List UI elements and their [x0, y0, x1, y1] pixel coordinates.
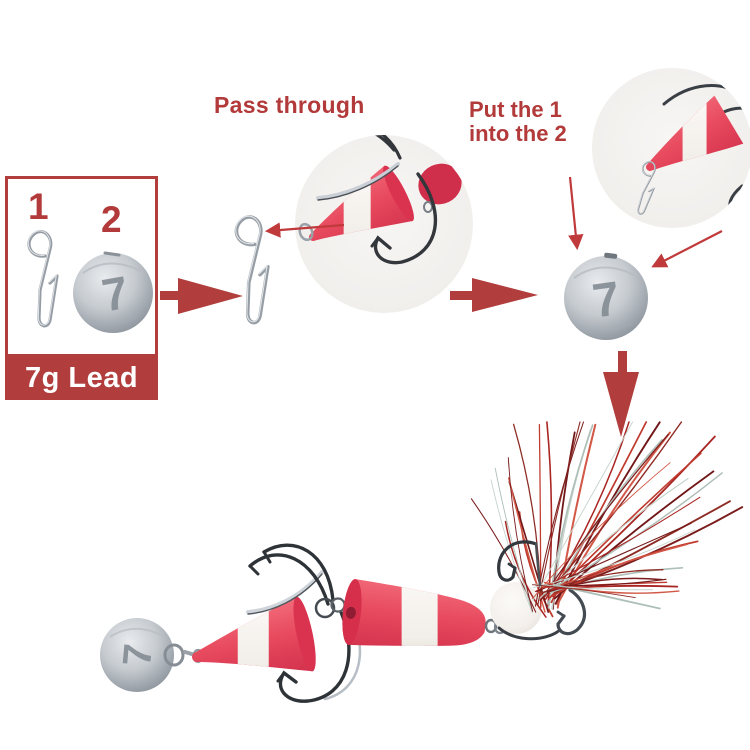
put-callout-arrow-1: [568, 176, 584, 251]
treble-hook-inset1-front: [316, 162, 438, 265]
pass-callout-arrow: [264, 222, 345, 238]
tinsel-strand: [536, 522, 692, 593]
tinsel-strand: [539, 433, 669, 602]
assembled-lure: 7: [100, 421, 744, 703]
tinsel-strand: [552, 583, 661, 610]
step2-title: Put the 1 into the 2: [469, 98, 567, 146]
arrow-right-2: [450, 278, 538, 312]
tinsel-strand: [544, 421, 630, 601]
lead-ball-lure-engraving: 7: [115, 642, 161, 668]
arrow-down: [603, 351, 639, 437]
nose-wire-ring-inset1: [298, 222, 314, 242]
kit-item-1-label: 1: [28, 186, 49, 227]
tinsel-strand: [534, 583, 654, 591]
tinsel-strand: [531, 584, 636, 599]
inset-circle-2: [592, 68, 750, 228]
white-foam-ball: [490, 582, 542, 634]
lead-ball-step2: 7: [564, 252, 648, 340]
kit-caption-text: 7g Lead: [24, 362, 139, 394]
inset-circle-1: [295, 135, 473, 313]
lead-ball-kit: 7: [73, 251, 153, 333]
tinsel-strand: [494, 467, 533, 612]
tinsel-strand: [533, 529, 696, 588]
put-callout-arrow-2: [651, 230, 723, 268]
snap-clip-icon-step1: [233, 214, 270, 325]
step1-title: Pass through: [214, 92, 365, 118]
treble-hook-2-rear: [497, 588, 587, 641]
arrow-right-1: [160, 278, 243, 314]
lead-ball-lure: 7: [100, 618, 174, 692]
treble-hook-1: [246, 543, 362, 703]
tinsel-strand: [507, 457, 534, 612]
step2-title-line1: Put the 1: [469, 97, 562, 122]
treble-hook-2-front: [497, 540, 542, 587]
tinsel-strand: [532, 421, 634, 601]
step2-title-line2: into the 2: [469, 121, 567, 146]
tinsel-strand: [531, 462, 671, 600]
kit-item-2-label: 2: [101, 199, 122, 240]
tinsel-strand: [534, 496, 701, 593]
snap-clip-icon-kit: [26, 229, 59, 328]
hook-eye-ring-inset1: [423, 201, 433, 213]
lure-body-segment-2: [342, 579, 486, 659]
kit-caption-banner: 7g Lead: [5, 357, 158, 400]
lure-body-segment-1: [192, 596, 316, 692]
